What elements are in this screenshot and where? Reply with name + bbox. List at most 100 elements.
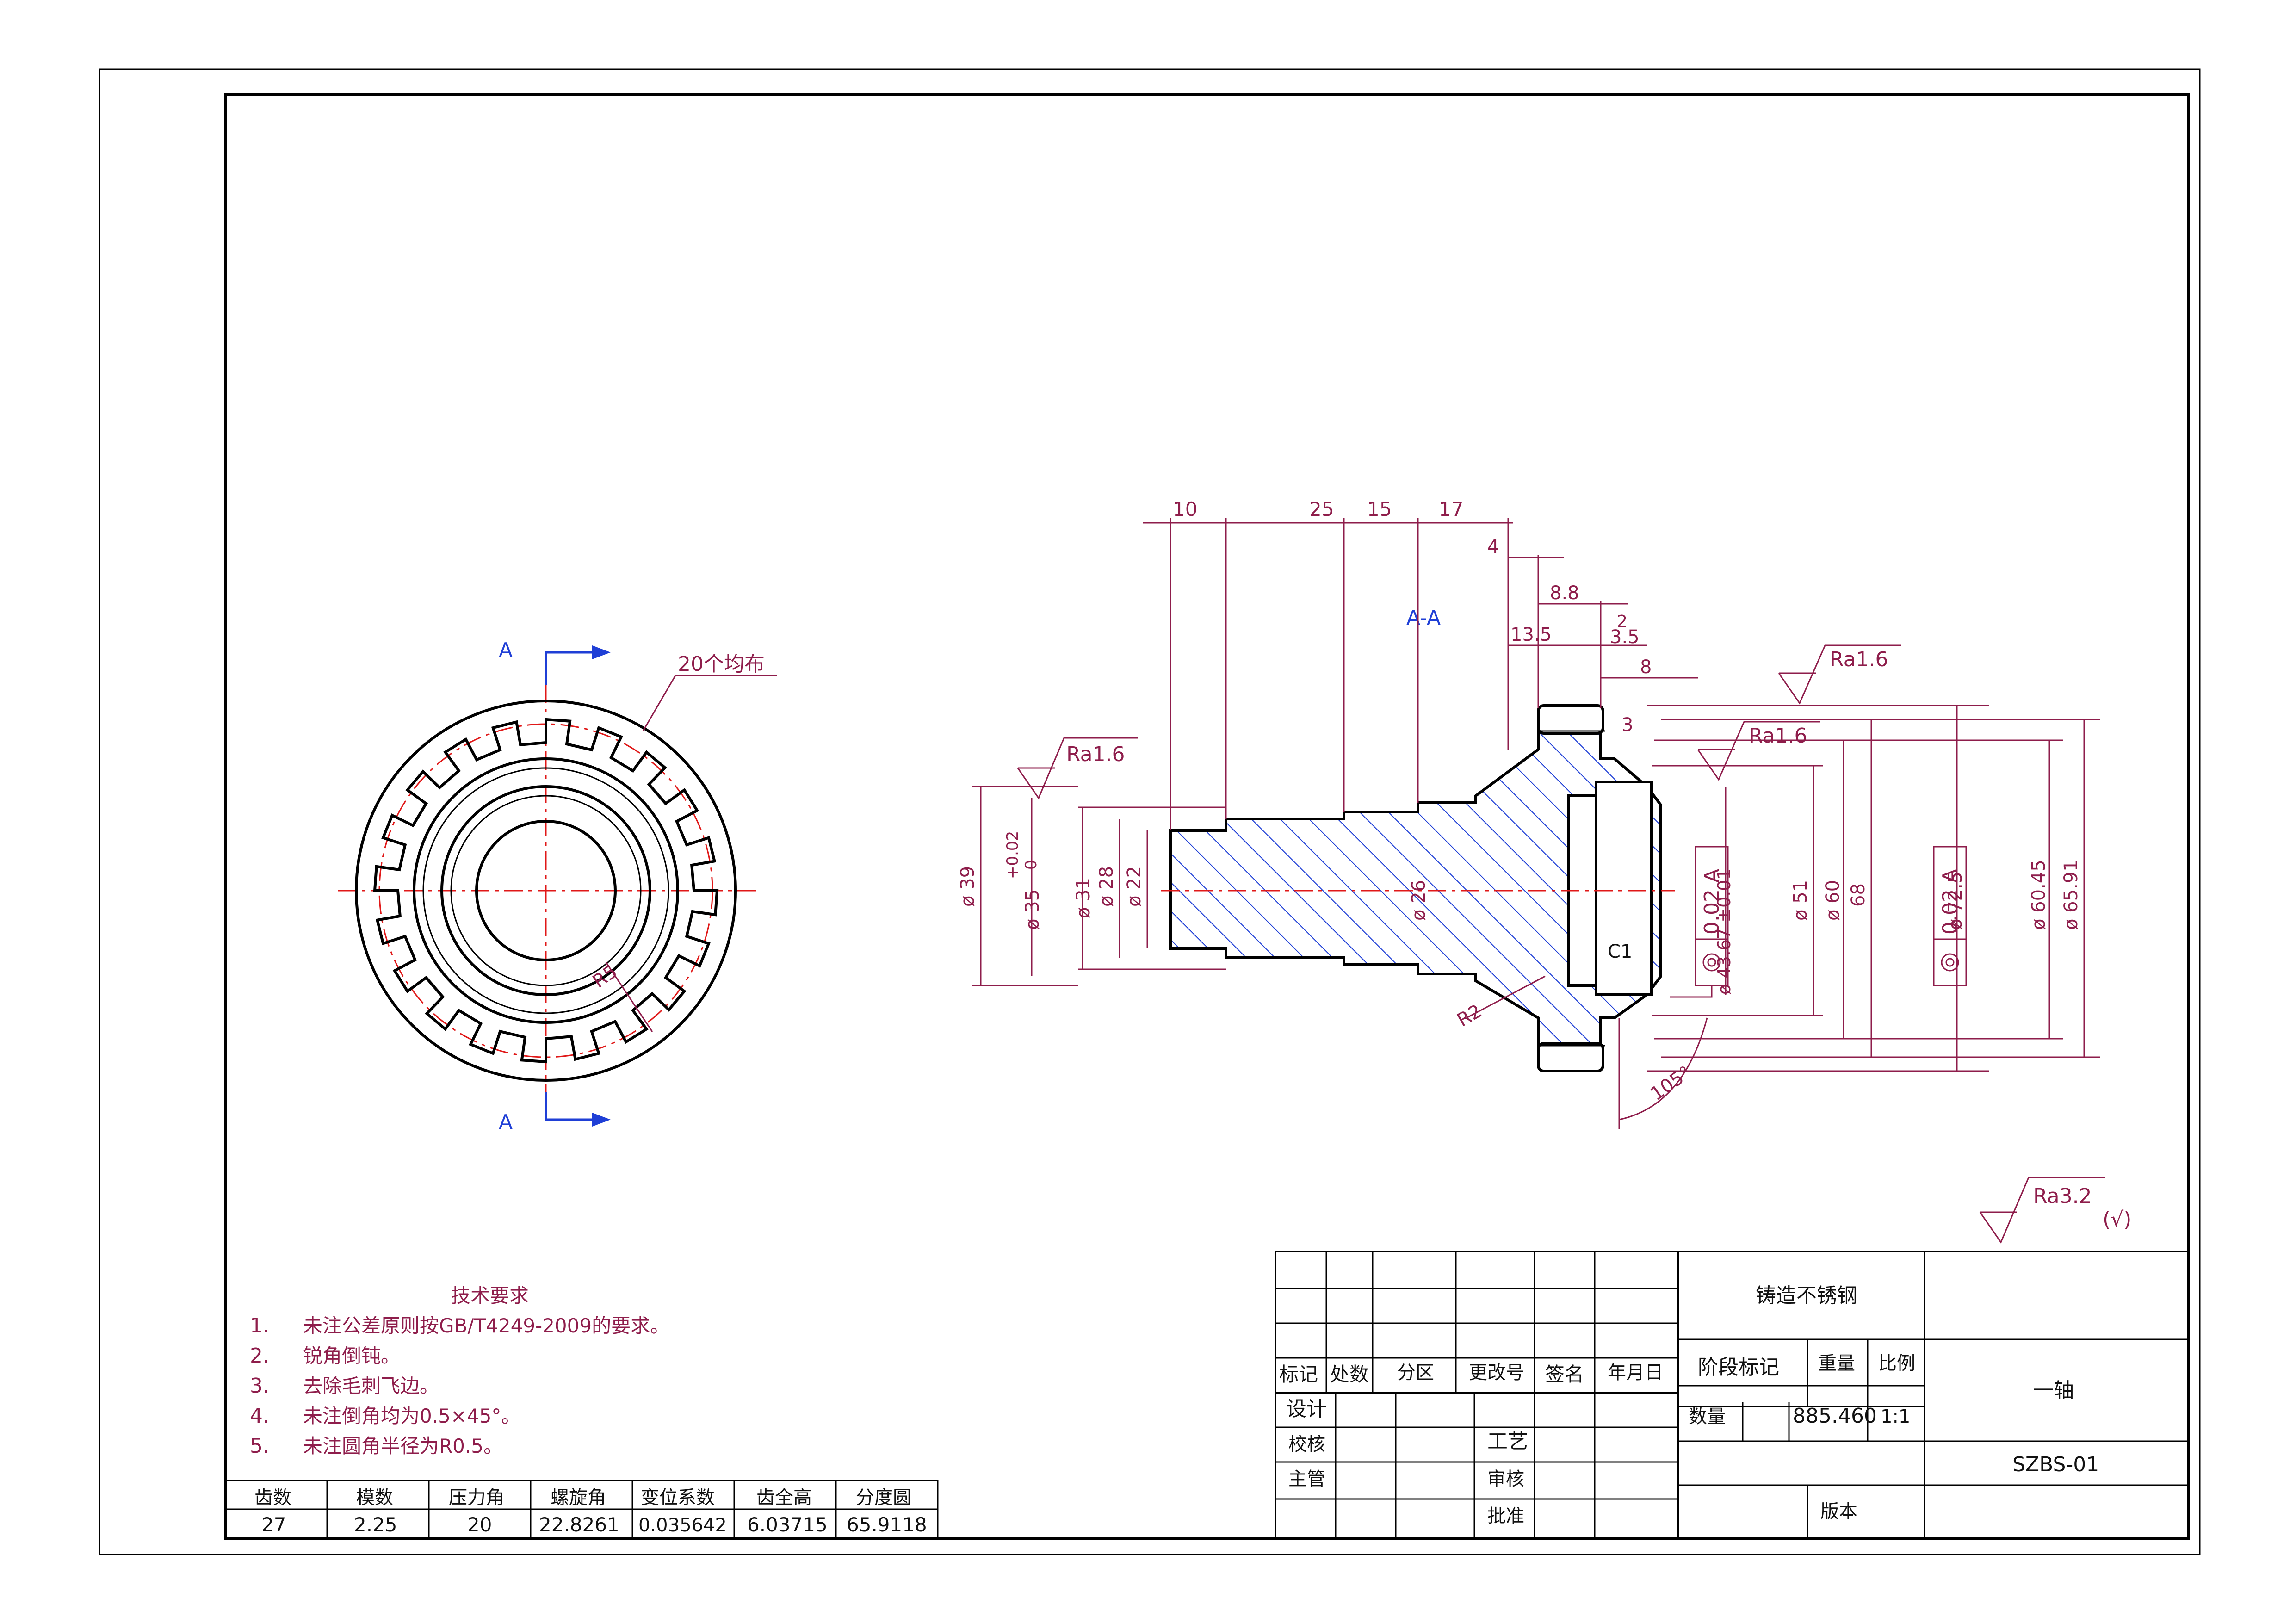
tolerance-frame-1: 0.02 A bbox=[1670, 846, 1729, 998]
dia-26: ø 26 bbox=[1408, 880, 1430, 921]
section-label-bottom: A bbox=[499, 1110, 513, 1134]
roughness-symbol-2: Ra1.6 bbox=[1778, 644, 1901, 705]
svg-text:校核: 校核 bbox=[1288, 1434, 1325, 1455]
gear-parameter-table: 齿数 模数 压力角 螺旋角 变位系数 齿全高 分度圆 27 2.25 20 22… bbox=[224, 1480, 939, 1539]
dia-39: ø 39 bbox=[957, 866, 978, 907]
svg-text:6.03715: 6.03715 bbox=[747, 1513, 828, 1536]
svg-text:变位系数: 变位系数 bbox=[641, 1487, 715, 1508]
svg-text:更改号: 更改号 bbox=[1469, 1362, 1524, 1383]
svg-text:去除毛刺飞边。: 去除毛刺飞边。 bbox=[303, 1375, 439, 1397]
roughness-symbol-1: Ra1.6 bbox=[1017, 737, 1138, 800]
svg-text:标记: 标记 bbox=[1279, 1363, 1318, 1386]
title-block: 铸造不锈钢 标记 处数 分区 更改号 签名 年月日 设计 校核 主管 工艺 审核… bbox=[1275, 1251, 2189, 1539]
svg-text:3.: 3. bbox=[250, 1374, 269, 1398]
svg-text:未注公差原则按GB/T4249-2009的要求。: 未注公差原则按GB/T4249-2009的要求。 bbox=[303, 1314, 669, 1337]
fillet-label: R2 bbox=[1454, 1000, 1485, 1031]
part-name: 一轴 bbox=[2033, 1379, 2074, 1402]
svg-text:1:1: 1:1 bbox=[1881, 1406, 1910, 1427]
svg-text:885.460: 885.460 bbox=[1793, 1404, 1877, 1428]
svg-text:5.: 5. bbox=[250, 1434, 269, 1458]
svg-text:重量: 重量 bbox=[1818, 1353, 1855, 1374]
svg-text:0.035642: 0.035642 bbox=[638, 1515, 727, 1536]
dia-31: ø 31 bbox=[1073, 878, 1094, 918]
spline-profile bbox=[373, 718, 719, 1064]
svg-text:2.25: 2.25 bbox=[354, 1513, 397, 1536]
dim-4: 4 bbox=[1487, 536, 1499, 558]
dim-10: 10 bbox=[1173, 498, 1197, 520]
view-title: A-A bbox=[1406, 606, 1441, 630]
svg-text:比例: 比例 bbox=[1878, 1353, 1915, 1374]
svg-text:处数: 处数 bbox=[1330, 1363, 1369, 1386]
drawing-number: SZBS-01 bbox=[2012, 1453, 2099, 1476]
dim-13-5: 13.5 bbox=[1510, 624, 1552, 645]
general-roughness: Ra3.2 (√) bbox=[1979, 1177, 2131, 1244]
dim-3: 3 bbox=[1621, 714, 1633, 736]
dim-25: 25 bbox=[1309, 498, 1334, 520]
dim-68: 68 bbox=[1848, 883, 1869, 907]
svg-text:模数: 模数 bbox=[356, 1487, 393, 1508]
svg-text:0.02 A: 0.02 A bbox=[1700, 869, 1724, 935]
section-label-top: A bbox=[499, 638, 513, 662]
svg-text:20: 20 bbox=[467, 1513, 492, 1536]
svg-text:分区: 分区 bbox=[1397, 1362, 1434, 1383]
svg-text:螺旋角: 螺旋角 bbox=[551, 1487, 606, 1508]
shaft-section-view: A-A 10 25 15 17 4 8.8 13.5 3.5 2 8 3 bbox=[957, 498, 2131, 1244]
spline-teeth bbox=[373, 718, 719, 1064]
dia-43-67: ø 43.67 ±0.01 bbox=[1714, 868, 1734, 995]
teeth-callout: 20个均布 bbox=[678, 652, 765, 676]
gear-front-view: A A 20个均布 R5 bbox=[338, 638, 777, 1134]
dia-60-45: ø 60.45 bbox=[2028, 860, 2049, 930]
dim-17: 17 bbox=[1439, 498, 1463, 520]
tolerance-frame-2: 0.02 A bbox=[1933, 846, 1967, 986]
dim-3-5: 3.5 bbox=[1610, 626, 1640, 648]
svg-text:65.9118: 65.9118 bbox=[847, 1513, 927, 1536]
svg-text:1.: 1. bbox=[250, 1314, 269, 1338]
svg-text:2.: 2. bbox=[250, 1344, 269, 1368]
tol-lower: 0 bbox=[1022, 860, 1040, 870]
svg-text:齿全高: 齿全高 bbox=[756, 1487, 812, 1508]
svg-text:未注倒角均为0.5×45°。: 未注倒角均为0.5×45°。 bbox=[303, 1405, 520, 1427]
tech-requirements: 技术要求 1. 未注公差原则按GB/T4249-2009的要求。 2. 锐角倒钝… bbox=[250, 1284, 669, 1458]
svg-text:Ra3.2: Ra3.2 bbox=[2033, 1184, 2092, 1208]
svg-text:Ra1.6: Ra1.6 bbox=[1830, 648, 1888, 671]
svg-text:齿数: 齿数 bbox=[254, 1487, 291, 1508]
dia-60: ø 60 bbox=[1822, 880, 1844, 921]
bore-circle bbox=[475, 820, 617, 961]
svg-text:4.: 4. bbox=[250, 1404, 269, 1428]
outer-circle bbox=[355, 700, 737, 1082]
dia-65-91: ø 65.91 bbox=[2061, 860, 2082, 930]
material-text: 铸造不锈钢 bbox=[1756, 1284, 1857, 1307]
svg-text:主管: 主管 bbox=[1288, 1468, 1325, 1490]
roughness-symbol-3: Ra1.6 bbox=[1697, 721, 1820, 781]
svg-text:压力角: 压力角 bbox=[449, 1487, 504, 1508]
dim-15: 15 bbox=[1367, 498, 1392, 520]
svg-text:Ra1.6: Ra1.6 bbox=[1749, 724, 1807, 748]
svg-text:分度圆: 分度圆 bbox=[856, 1487, 911, 1508]
tol-upper: +0.02 bbox=[1003, 831, 1022, 879]
dia-28: ø 28 bbox=[1096, 866, 1117, 907]
angle-label: 105° bbox=[1646, 1062, 1695, 1105]
chamfer-label: C1 bbox=[1608, 941, 1632, 962]
svg-text:阶段标记: 阶段标记 bbox=[1698, 1356, 1779, 1379]
shaft-body-hatched bbox=[1169, 730, 1662, 1056]
svg-text:锐角倒钝。: 锐角倒钝。 bbox=[303, 1344, 400, 1367]
svg-text:27: 27 bbox=[261, 1513, 286, 1536]
svg-text:数量: 数量 bbox=[1689, 1406, 1726, 1427]
svg-text:年月日: 年月日 bbox=[1608, 1362, 1663, 1383]
svg-text:审核: 审核 bbox=[1487, 1468, 1524, 1490]
dim-8: 8 bbox=[1640, 657, 1652, 678]
tech-title: 技术要求 bbox=[451, 1284, 529, 1307]
svg-text:批准: 批准 bbox=[1487, 1505, 1524, 1527]
dim-8-8: 8.8 bbox=[1550, 582, 1579, 604]
svg-text:工艺: 工艺 bbox=[1487, 1430, 1528, 1453]
inner-border bbox=[224, 93, 2190, 1540]
dia-72-5: ø 72.5 bbox=[1945, 872, 1966, 930]
svg-text:Ra1.6: Ra1.6 bbox=[1066, 743, 1125, 766]
svg-text:设计: 设计 bbox=[1286, 1397, 1327, 1421]
dia-35: ø 35 bbox=[1022, 889, 1043, 930]
dia-51: ø 51 bbox=[1790, 880, 1811, 921]
svg-text:版本: 版本 bbox=[1820, 1501, 1857, 1522]
dim-2: 2 bbox=[1617, 612, 1628, 631]
svg-text:签名: 签名 bbox=[1545, 1363, 1584, 1386]
